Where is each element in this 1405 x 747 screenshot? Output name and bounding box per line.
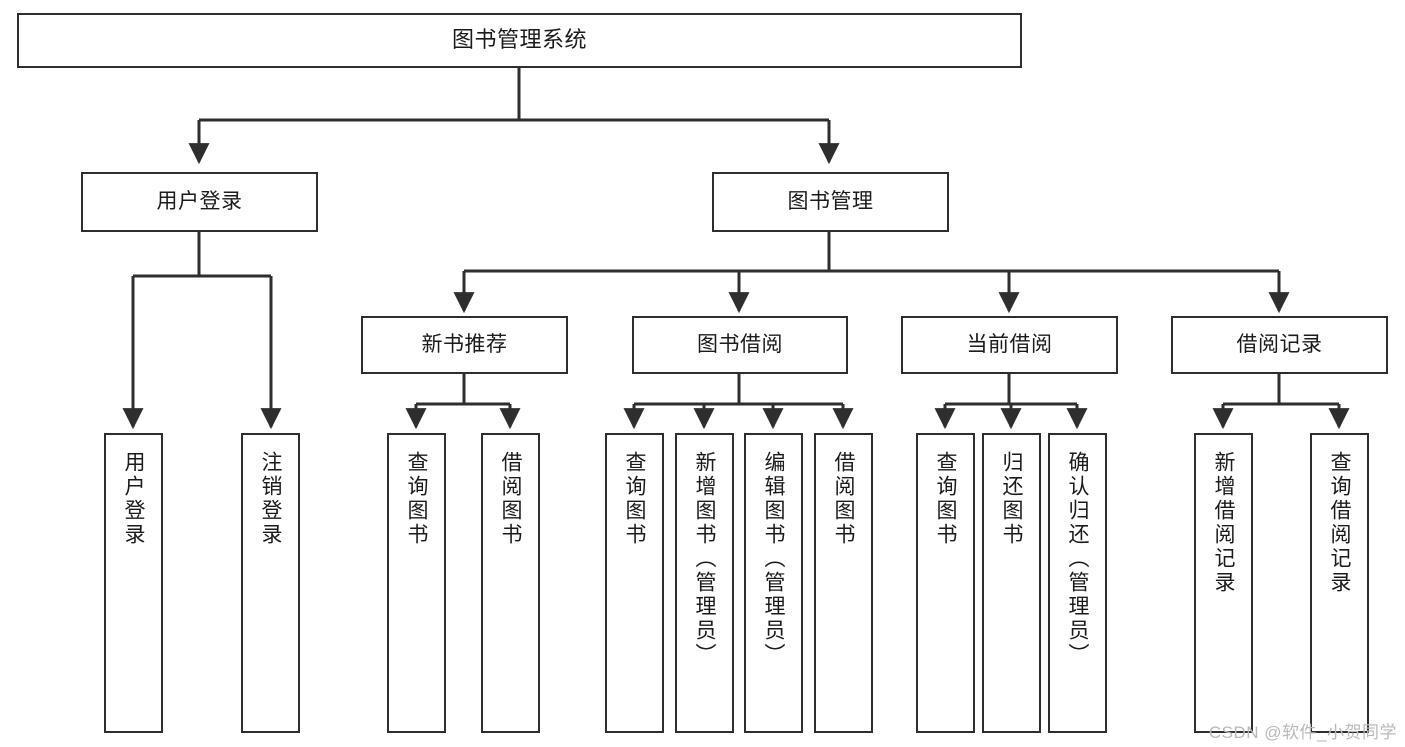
- node-borrow-record[interactable]: 借阅记录: [1171, 316, 1388, 374]
- leaf-current-borrow-query-label: 查询图书: [934, 451, 957, 547]
- leaf-user-login-login[interactable]: 用户登录: [104, 433, 163, 733]
- leaf-book-borrow-edit[interactable]: 编辑图书（管理员）: [744, 433, 803, 733]
- node-root-label: 图书管理系统: [451, 27, 587, 53]
- leaf-current-borrow-confirm-return[interactable]: 确认归还（管理员）: [1048, 433, 1107, 733]
- leaf-user-login-logout[interactable]: 注销登录: [241, 433, 300, 733]
- node-book-management-label: 图书管理: [787, 189, 874, 213]
- leaf-book-borrow-add[interactable]: 新增图书（管理员）: [675, 433, 734, 733]
- leaf-new-books-query-label: 查询图书: [405, 451, 428, 547]
- node-current-borrow[interactable]: 当前借阅: [901, 316, 1118, 374]
- node-current-borrow-label: 当前借阅: [966, 332, 1053, 356]
- node-book-borrow[interactable]: 图书借阅: [632, 316, 848, 374]
- leaf-book-borrow-query[interactable]: 查询图书: [605, 433, 664, 733]
- leaf-borrow-record-query-label: 查询借阅记录: [1328, 451, 1351, 595]
- node-book-management[interactable]: 图书管理: [712, 172, 949, 232]
- node-user-login-label: 用户登录: [156, 189, 243, 213]
- node-new-book-recommend[interactable]: 新书推荐: [361, 316, 568, 374]
- leaf-new-books-borrow-label: 借阅图书: [499, 451, 522, 547]
- node-borrow-record-label: 借阅记录: [1236, 332, 1323, 356]
- csdn-watermark: CSDN @软件_小贺同学: [1208, 723, 1397, 742]
- leaf-current-borrow-return-label: 归还图书: [1000, 451, 1023, 547]
- leaf-borrow-record-add[interactable]: 新增借阅记录: [1194, 433, 1253, 733]
- leaf-user-login-logout-label: 注销登录: [259, 451, 282, 547]
- node-root[interactable]: 图书管理系统: [17, 13, 1022, 68]
- leaf-new-books-borrow[interactable]: 借阅图书: [481, 433, 540, 733]
- node-book-borrow-label: 图书借阅: [697, 332, 783, 356]
- node-new-book-recommend-label: 新书推荐: [421, 332, 508, 356]
- node-user-login[interactable]: 用户登录: [81, 172, 318, 232]
- leaf-new-books-query[interactable]: 查询图书: [387, 433, 446, 733]
- leaf-book-borrow-borrow[interactable]: 借阅图书: [814, 433, 873, 733]
- leaf-book-borrow-add-label: 新增图书（管理员）: [693, 451, 716, 667]
- leaf-book-borrow-query-label: 查询图书: [623, 451, 646, 547]
- leaf-current-borrow-query[interactable]: 查询图书: [916, 433, 975, 733]
- leaf-borrow-record-add-label: 新增借阅记录: [1212, 451, 1235, 595]
- leaf-book-borrow-borrow-label: 借阅图书: [832, 451, 855, 547]
- leaf-borrow-record-query[interactable]: 查询借阅记录: [1310, 433, 1369, 733]
- leaf-user-login-login-label: 用户登录: [122, 451, 145, 547]
- leaf-current-borrow-return[interactable]: 归还图书: [982, 433, 1041, 733]
- leaf-current-borrow-confirm-return-label: 确认归还（管理员）: [1066, 451, 1089, 667]
- leaf-book-borrow-edit-label: 编辑图书（管理员）: [762, 451, 785, 667]
